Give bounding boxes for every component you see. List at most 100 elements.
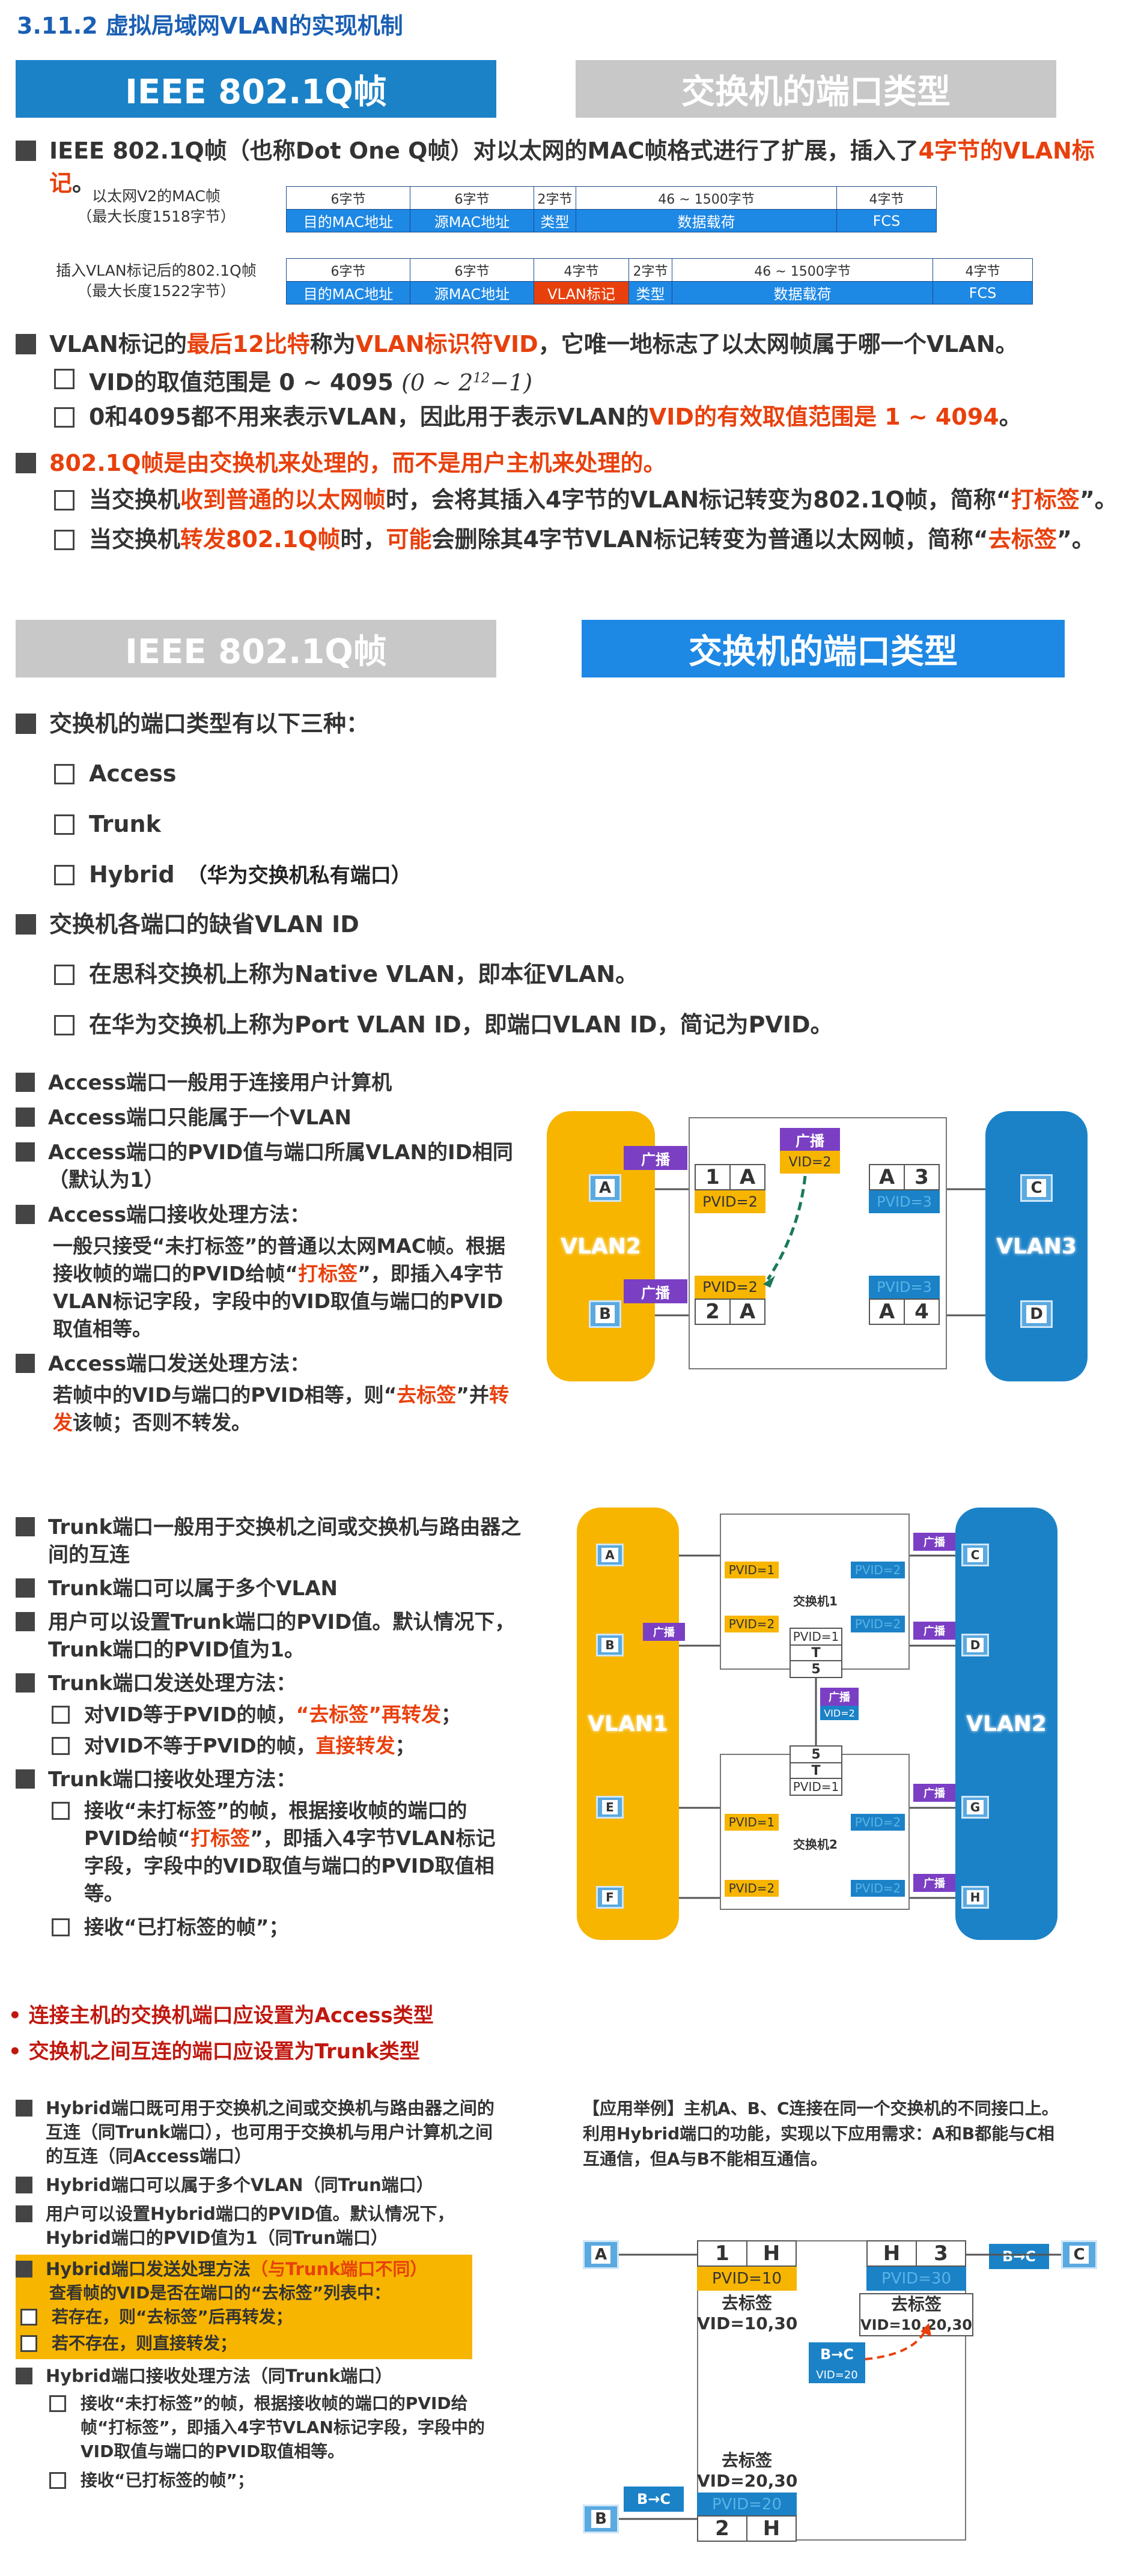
frame2-label-line1: 插入VLAN标记后的802.1Q帧 [56, 262, 257, 279]
checkbox[interactable] [52, 1918, 70, 1936]
untag-text: 当交换机 [89, 526, 181, 553]
broadcast-arrow-b: 广播 [624, 1279, 687, 1303]
checkbox[interactable] [52, 1706, 70, 1724]
checkbox[interactable] [54, 814, 75, 835]
valid-highlight: VID的有效取值范围是 1 ~ 4094 [648, 404, 999, 430]
host-b[interactable]: B [583, 2505, 619, 2533]
default-head: 交换机各端口的缺省VLAN ID [49, 911, 359, 938]
hybrid-port-1-h: H [746, 2240, 797, 2267]
type-label: Hybrid [89, 861, 175, 888]
host-f[interactable]: F [596, 1886, 624, 1909]
hybrid-port-3: 3 [916, 2240, 966, 2267]
tab-8021q-frame[interactable]: IEEE 802.1Q帧 [16, 60, 496, 118]
broadcast-trunk: 广播 [820, 1688, 859, 1706]
host-c[interactable]: C [961, 1544, 989, 1566]
checkbox[interactable] [49, 2472, 66, 2489]
frame1-size: 2字节 [534, 186, 576, 210]
checkbox[interactable] [54, 965, 75, 985]
access-b4: Access端口接收处理方法： [16, 1201, 514, 1229]
untag-highlight: 转发802.1Q帧 [180, 526, 341, 553]
host-a[interactable]: A [589, 1174, 621, 1202]
bullet-square [16, 1354, 35, 1373]
checkbox[interactable] [54, 369, 75, 389]
bullet-square [16, 1612, 35, 1631]
sw2-trunk-pvid: PVID=1 [790, 1778, 842, 1796]
frame1-size: 6字节 [410, 186, 534, 210]
type-label: Access [89, 760, 177, 787]
bc-arrow-b: B→C [624, 2487, 684, 2512]
host-a[interactable]: A [596, 1544, 624, 1566]
hybrid-recv-1-text: 接收“未打标签”的帧，根据接收帧的端口的PVID给帧“打标签”，即插入4字节VL… [81, 2393, 485, 2461]
trunk-b1-text: Trunk端口一般用于交换机之间或交换机与路由器之间的互连 [48, 1515, 522, 1567]
bullet-square [16, 1673, 35, 1693]
host-g[interactable]: G [961, 1796, 989, 1819]
host-label: A [591, 2246, 611, 2264]
bc-tagged: B→C [809, 2342, 865, 2366]
frame2-size: 4字节 [534, 258, 629, 282]
access-send-highlight: 转发 [53, 1383, 509, 1434]
access-b4-text: Access端口接收处理方法： [48, 1203, 311, 1227]
tab-port-types-2[interactable]: 交换机的端口类型 [582, 620, 1065, 677]
host-b[interactable]: B [596, 1634, 624, 1656]
port-2-host: A [729, 1299, 765, 1325]
checkbox[interactable] [20, 2335, 37, 2352]
checkbox[interactable] [54, 865, 75, 885]
sw1-trunk-port: 5 [790, 1660, 842, 1678]
bullet-square [16, 914, 36, 935]
page-title: 3.11.2 虚拟局域网VLAN的实现机制 [17, 13, 403, 39]
host-c[interactable]: C [1061, 2240, 1097, 2269]
trunk-recv-highlight: 打标签 [190, 1826, 251, 1850]
access-b1-text: Access端口一般用于连接用户计算机 [48, 1071, 392, 1095]
checkbox[interactable] [49, 2395, 66, 2412]
port-3-host: A [869, 1164, 905, 1190]
checkbox[interactable] [54, 530, 75, 550]
access-b1: Access端口一般用于连接用户计算机 [16, 1069, 514, 1097]
vlan3-zone: VLAN3 [985, 1111, 1088, 1381]
access-send-text: ”并 [456, 1383, 489, 1407]
host-a[interactable]: A [583, 2240, 619, 2269]
frame1-field: 源MAC地址 [410, 209, 534, 232]
frame2-field: 源MAC地址 [410, 281, 534, 305]
host-label: E [602, 1800, 618, 1814]
host-c[interactable]: C [1020, 1174, 1053, 1202]
hybrid-b1: Hybrid端口既可用于交换机之间或交换机与路由器之间的互连（同Trunk端口）… [16, 2096, 520, 2168]
hybrid-port-2: 2 [697, 2515, 747, 2542]
host-b[interactable]: B [589, 1300, 621, 1328]
host-e[interactable]: E [596, 1796, 624, 1819]
host-h[interactable]: H [961, 1886, 989, 1909]
untag-text: 会删除其4字节VLAN标记转变为普通以太网帧，简称“ [431, 526, 988, 553]
untag-label: 去标签 [890, 2294, 942, 2314]
frame1-size: 46 ~ 1500字节 [576, 186, 837, 210]
trunk-b4-text: Trunk端口发送处理方法： [48, 1671, 297, 1696]
untag-item: 当交换机转发802.1Q帧时，可能会删除其4字节VLAN标记转变为普通以太网帧，… [54, 524, 1130, 555]
hybrid-b4-highlight: （与Trunk端口不同） [250, 2259, 428, 2279]
access-send: 若帧中的VID与端口的PVID相等，则“去标签”并转发该帧；否则不转发。 [53, 1381, 522, 1437]
summary-access: • 连接主机的交换机端口应设置为Access类型 [8, 2004, 434, 2028]
huawei-item: 在华为交换机上称为Port VLAN ID，即端口VLAN ID，简记为PVID… [54, 1009, 833, 1040]
proc-bullet: 802.1Q帧是由交换机来处理的，而不是用户主机来处理的。 [16, 447, 1127, 479]
host-d[interactable]: D [1020, 1300, 1053, 1328]
hybrid-recv-1: 接收“未打标签”的帧，根据接收帧的端口的PVID给帧“打标签”，即插入4字节VL… [49, 2392, 520, 2464]
checkbox[interactable] [20, 2309, 37, 2326]
checkbox[interactable] [52, 1737, 70, 1755]
bc-vid-badge: VID=20 [809, 2366, 865, 2383]
tab-8021q-frame-2[interactable]: IEEE 802.1Q帧 [16, 620, 496, 677]
host-d[interactable]: D [961, 1634, 989, 1656]
trunk-recv-text: 接收“未打标签”的帧，根据接收帧的端口的PVID给帧“ [84, 1799, 467, 1850]
access-recv-text: 一般只接受“未打标签”的普通以太网MAC帧。根据接收帧的端口的PVID给帧“ [53, 1234, 505, 1285]
hybrid-check-2: 若不存在，则直接转发； [20, 2332, 472, 2356]
trunk-b3-text: 用户可以设置Trunk端口的PVID值。默认情况下，Trunk端口的PVID值为… [48, 1610, 516, 1662]
bullet-square [16, 1517, 35, 1536]
host-label: B [591, 2510, 610, 2528]
checkbox[interactable] [54, 490, 75, 511]
valid-end: 。 [999, 404, 1022, 430]
untag-list: VID=20,30 [697, 2471, 798, 2491]
tab-port-types[interactable]: 交换机的端口类型 [576, 60, 1056, 118]
checkbox[interactable] [54, 407, 75, 428]
broadcast-arrow-c: 广播 [913, 1533, 955, 1551]
range-formula: (0 ~ 212−1) [401, 369, 532, 396]
checkbox[interactable] [54, 1015, 75, 1035]
checkbox[interactable] [54, 764, 75, 784]
checkbox[interactable] [52, 1802, 70, 1820]
